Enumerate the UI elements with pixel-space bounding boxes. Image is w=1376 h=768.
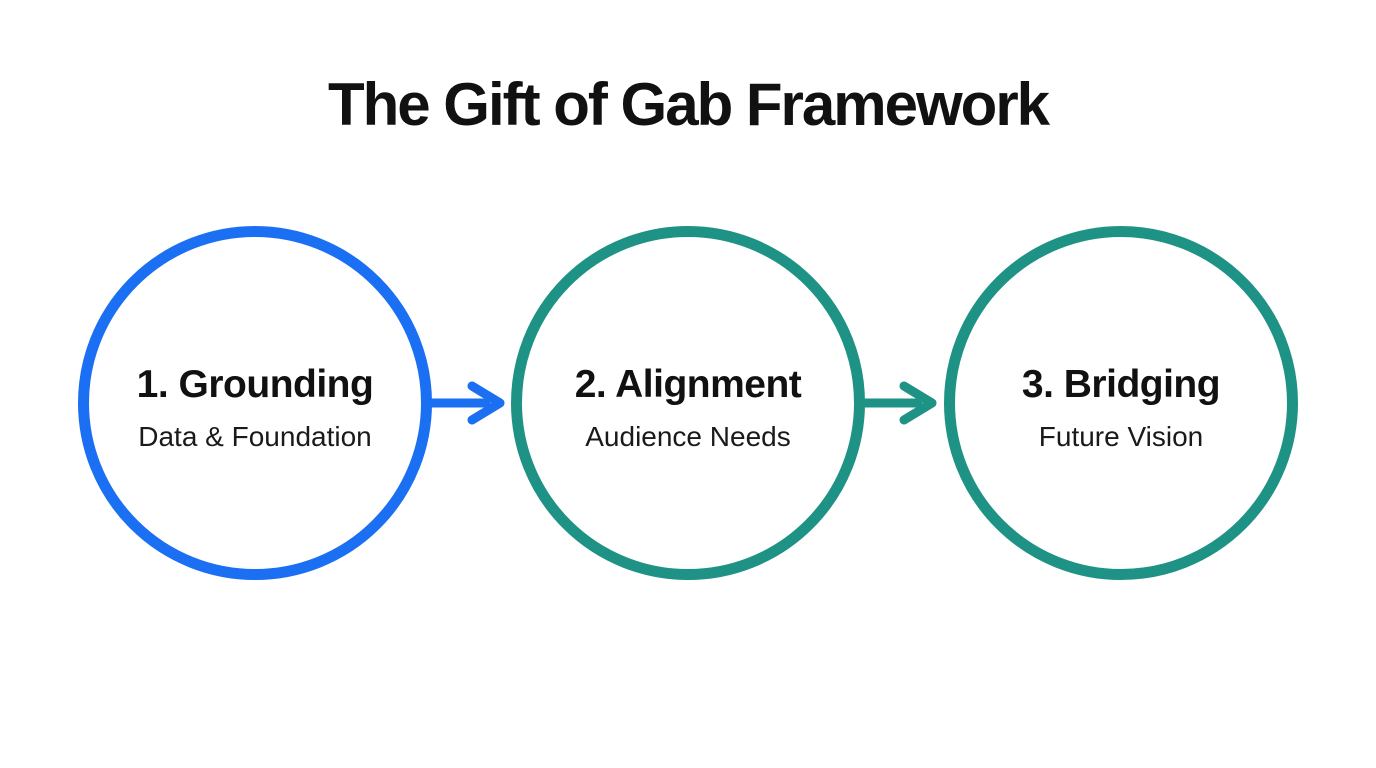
step-heading: 2. Alignment xyxy=(574,362,802,406)
step-subtitle: Data & Foundation xyxy=(138,420,372,452)
step-heading: 3. Bridging xyxy=(1021,362,1221,406)
step-circle-alignment: 2. Alignment Audience Needs xyxy=(511,226,865,580)
arrow-head xyxy=(899,381,937,425)
arrow-head xyxy=(467,381,505,425)
step-circle-grounding: 1. Grounding Data & Foundation xyxy=(78,226,432,580)
step-circle-bridging: 3. Bridging Future Vision xyxy=(944,226,1298,580)
right-arrow-icon xyxy=(430,381,505,425)
step-subtitle: Audience Needs xyxy=(585,420,791,452)
step-heading: 1. Grounding xyxy=(136,362,374,406)
right-arrow-icon xyxy=(862,381,937,425)
slide-title: The Gift of Gab Framework xyxy=(327,71,1050,138)
step-subtitle: Future Vision xyxy=(1038,420,1204,452)
